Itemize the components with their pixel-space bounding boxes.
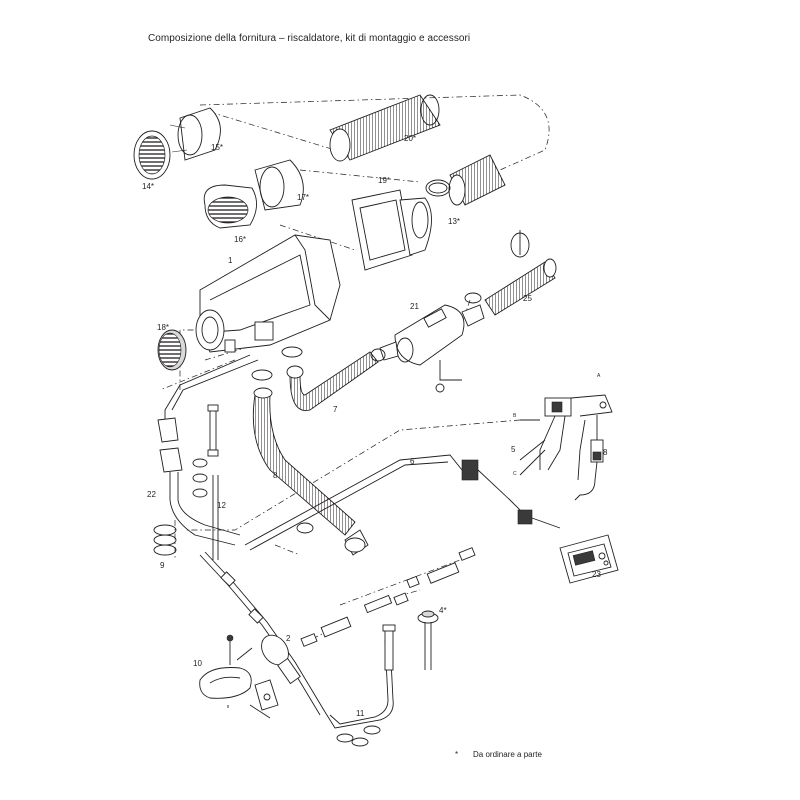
inlet-grille xyxy=(157,329,187,371)
label-part-2: 2 xyxy=(286,634,291,643)
label-part-21: 21 xyxy=(410,302,419,311)
air-duct-small xyxy=(425,154,506,206)
tank-fitting xyxy=(417,610,439,670)
heater-unit xyxy=(195,234,341,353)
label-part-14: 14* xyxy=(142,182,154,191)
intake-pipe xyxy=(251,369,369,556)
control-panel xyxy=(559,534,619,584)
label-part-8-intake: 8 xyxy=(273,471,278,480)
label-part-6: 6 xyxy=(410,457,415,466)
label-part-15: 15* xyxy=(211,143,223,152)
pump-bracket xyxy=(199,634,279,719)
footnote-text: Da ordinare a parte xyxy=(473,750,542,759)
footnote: * Da ordinare a parte xyxy=(455,750,542,759)
label-wire-b: B xyxy=(513,413,517,419)
exhaust-pipe xyxy=(281,346,386,411)
part-labels: 1 2 4* 5 6 7 8 8 9 10 11 12 13* 14* 15* … xyxy=(142,134,608,718)
operating-cable xyxy=(244,454,561,551)
label-part-23: 23 xyxy=(592,570,601,579)
label-part-5: 5 xyxy=(511,445,516,454)
label-part-22: 22 xyxy=(147,490,156,499)
exhaust-tail-pipe xyxy=(464,230,557,316)
fuel-fittings xyxy=(300,547,476,647)
air-vent-round xyxy=(133,107,221,180)
label-part-11: 11 xyxy=(356,709,365,718)
label-part-17: 17* xyxy=(297,193,309,202)
exhaust-silencer xyxy=(379,304,485,393)
label-part-9: 9 xyxy=(160,561,165,570)
hood-adapter xyxy=(351,189,432,271)
spring-clamps xyxy=(153,524,177,556)
footnote-marker: * xyxy=(455,750,459,759)
label-wire-c: C xyxy=(513,471,517,477)
label-part-12: 12 xyxy=(217,501,226,510)
label-part-19: 19* xyxy=(378,176,390,185)
label-wire-a: A xyxy=(597,373,601,379)
fuse-holder xyxy=(519,394,613,476)
label-part-10: 10 xyxy=(193,659,202,668)
fuel-pump xyxy=(199,551,396,729)
air-vent-hood xyxy=(203,159,304,229)
label-part-20: 20* xyxy=(404,134,416,143)
label-part-18: 18* xyxy=(157,323,169,332)
label-part-25: 25 xyxy=(523,294,532,303)
air-duct-large xyxy=(329,94,441,162)
page-title: Composizione della fornitura – riscaldat… xyxy=(148,33,471,44)
label-part-8-sensor: 8 xyxy=(603,448,608,457)
label-part-1: 1 xyxy=(228,256,233,265)
sensor-connector xyxy=(574,415,604,501)
hose-clamps xyxy=(336,725,381,747)
wiring-harness xyxy=(157,354,259,546)
label-part-16: 16* xyxy=(234,235,246,244)
label-part-4: 4* xyxy=(439,606,447,615)
fuel-line-set xyxy=(192,404,219,560)
label-part-13: 13* xyxy=(448,217,460,226)
label-part-7: 7 xyxy=(333,405,338,414)
